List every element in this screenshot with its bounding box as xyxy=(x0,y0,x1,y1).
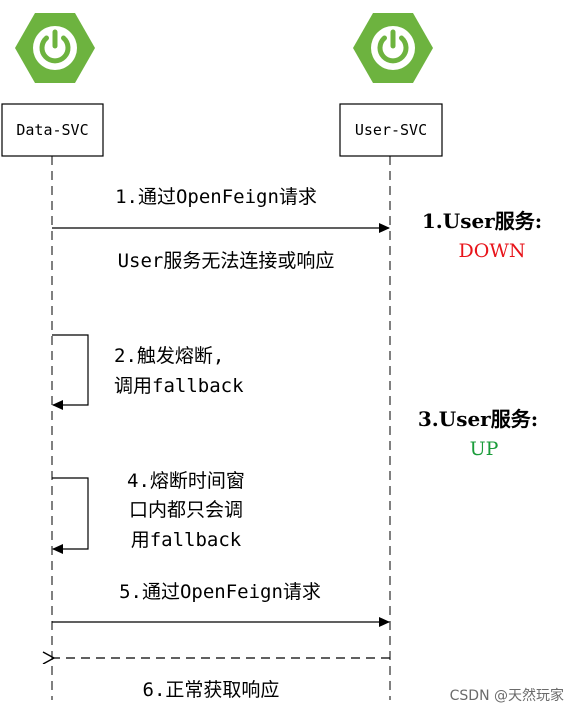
self-call-2-line2: 调用fallback xyxy=(114,375,244,397)
participant-user-svc: User-SVC xyxy=(339,103,443,157)
self-call-4-line3: 用fallback xyxy=(131,529,242,551)
spring-power-icon xyxy=(15,13,95,83)
spring-power-icon xyxy=(353,13,433,83)
participant-user-svc-label: User-SVC xyxy=(355,121,427,139)
message-1-label: 1.通过OpenFeign请求 xyxy=(115,186,317,208)
participant-data-svc-label: Data-SVC xyxy=(16,121,88,139)
self-call-4-line2: 口内都只会调 xyxy=(129,499,243,521)
status-1-title: 1.User服务: xyxy=(422,209,542,233)
watermark: CSDN @天然玩家 xyxy=(450,687,564,704)
self-call-4-arrow xyxy=(52,477,89,554)
status-3-title: 3.User服务: xyxy=(418,407,538,431)
status-1-value: DOWN xyxy=(459,240,526,262)
message-5-label: 5.通过OpenFeign请求 xyxy=(119,581,321,603)
self-call-2-arrow xyxy=(52,334,89,410)
message-1-note: User服务无法连接或响应 xyxy=(118,250,335,272)
self-call-4-line1: 4.熔断时间窗 xyxy=(127,470,245,492)
participant-data-svc: Data-SVC xyxy=(1,103,104,157)
self-call-2-line1: 2.触发熔断, xyxy=(114,345,224,367)
message-6-label: 6.正常获取响应 xyxy=(143,679,280,701)
status-3-value: UP xyxy=(470,438,499,460)
